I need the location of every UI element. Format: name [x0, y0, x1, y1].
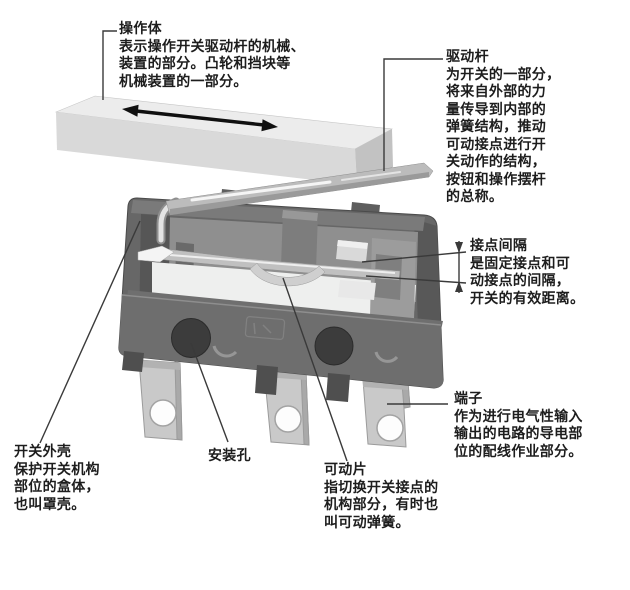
switch-housing-title: 开关外壳	[14, 443, 72, 459]
fixed-contact-block	[336, 240, 368, 262]
drive-lever-description: 为开关的一部分， 将来自外部的力 量传导到内部的 弹簧结构，推动 可动接点进行开…	[446, 65, 561, 205]
front-panel	[118, 294, 444, 388]
contact-gap-description: 是固定接点和可 动接点的间隔， 开关的有效距离。	[470, 254, 585, 306]
leader-lines	[39, 30, 467, 462]
operating-body-slab	[54, 95, 393, 185]
drive-lever	[156, 162, 434, 245]
label-terminal: 端子 作为进行电气性输入 输出的电路的导电部 位的配线作业部分。	[454, 390, 583, 460]
plunger	[281, 210, 318, 270]
mounting-hole-title: 安装孔	[208, 447, 251, 463]
spring-dip	[249, 262, 326, 287]
terminal-description: 作为进行电气性输入 输出的电路的导电部 位的配线作业部分。	[454, 407, 583, 459]
label-mounting-hole: 安装孔	[208, 447, 251, 465]
terminal-title: 端子	[454, 390, 483, 406]
label-drive-lever: 驱动杆 为开关的一部分， 将来自外部的力 量传导到内部的 弹簧结构，推动 可动接…	[446, 48, 560, 206]
contact-gap-title: 接点间隔	[470, 237, 528, 253]
motion-double-arrow	[122, 104, 278, 132]
terminal-2-hole	[274, 405, 302, 433]
terminal-3-hole	[376, 414, 404, 442]
movable-piece-title: 可动片	[324, 461, 367, 477]
leader-switch-housing	[39, 220, 141, 444]
label-contact-gap: 接点间隔 是固定接点和可 动接点的间隔， 开关的有效距离。	[470, 237, 584, 307]
terminal-1	[138, 359, 183, 441]
movable-spring	[137, 245, 401, 287]
mounting-hole-left	[171, 318, 211, 358]
contact-gap-dimension	[361, 241, 467, 293]
leader-operating-body	[102, 30, 117, 100]
leader-mounting-hole	[190, 342, 229, 443]
leader-movable-piece	[282, 277, 348, 462]
operating-body-title: 操作体	[119, 20, 162, 36]
mounting-hole-right	[314, 326, 354, 366]
switch-housing-description: 保护开关机构 部位的盒体， 也叫罩壳。	[14, 460, 100, 512]
operating-body-description: 表示操作开关驱动杆的机械、 装置的部分。凸轮和挡块等 机械装置的一部分。	[119, 37, 305, 89]
label-switch-housing: 开关外壳 保护开关机构 部位的盒体， 也叫罩壳。	[14, 443, 100, 513]
dimension-arrow-up	[455, 281, 463, 292]
dimension-arrow-down	[455, 242, 463, 253]
movable-piece-description: 指切换开关接点的 机构部分，有时也 叫可动弹簧。	[324, 478, 439, 530]
label-movable-piece: 可动片 指切换开关接点的 机构部分，有时也 叫可动弹簧。	[324, 461, 438, 531]
extension-line-bottom	[365, 275, 467, 284]
leader-drive-lever	[383, 58, 443, 171]
embossed-logo	[244, 316, 286, 340]
terminal-3	[362, 379, 411, 448]
terminal-1-hole	[149, 399, 177, 427]
extension-line-top	[361, 251, 467, 263]
drive-lever-title: 驱动杆	[446, 48, 489, 64]
label-operating-body: 操作体 表示操作开关驱动杆的机械、 装置的部分。凸轮和挡块等 机械装置的一部分。	[119, 20, 305, 90]
